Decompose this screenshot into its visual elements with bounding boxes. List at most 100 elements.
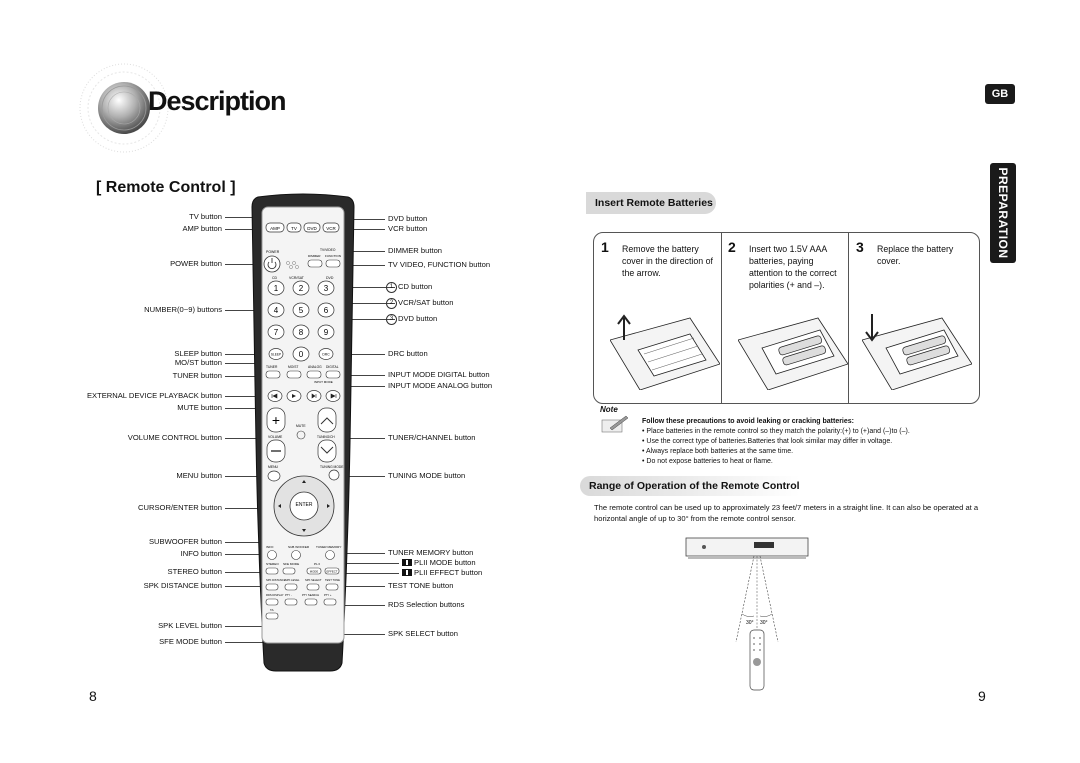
key-amp: AMP: [270, 226, 280, 231]
callout-right-label: TUNING MODE button: [388, 471, 466, 480]
remote-control-illustration: AMP TV DVD VCR POWER TV/VIDEO DIMMER FUN…: [251, 193, 355, 672]
callout-line: [345, 319, 395, 320]
row-ptysearch: PTY SEARCH: [302, 593, 319, 597]
dolby-icon: [402, 559, 412, 566]
callout-left-label: TV button: [189, 212, 222, 221]
src-dvd: DVD: [326, 276, 334, 280]
digit-8: 8: [299, 328, 304, 337]
row-info: INFO: [266, 545, 274, 549]
callout-right-label: INPUT MODE DIGITAL button: [388, 370, 490, 379]
callout-left-label: EXTERNAL DEVICE PLAYBACK button: [86, 391, 222, 400]
row-ptyplus: PTY +: [324, 593, 332, 597]
side-tab-label: PREPARATION: [996, 167, 1010, 259]
step-text: Insert two 1.5V AAA batteries, paying at…: [749, 244, 837, 290]
range-description: The remote control can be used up to app…: [594, 503, 979, 523]
callout-line: [333, 354, 385, 355]
callout-right-label: VCR/SAT button: [398, 298, 454, 307]
digit-2: 2: [299, 284, 304, 293]
callout-left-label: CURSOR/ENTER button: [138, 503, 222, 512]
callout-line: [225, 363, 275, 364]
row-rdsdisplay: RDS DISPLAY: [266, 593, 284, 597]
callout-line: [225, 408, 275, 409]
callout-line: [225, 438, 270, 439]
callout-right-label: DVD button: [398, 314, 438, 323]
row-spklevel: SPK LEVEL: [285, 578, 300, 582]
step-number: 3: [856, 239, 864, 255]
row-subwoofer: SUB WOOFER: [288, 545, 310, 549]
row-pl2: PL II: [314, 562, 320, 566]
battery-precautions: Follow these precautions to avoid leakin…: [642, 417, 910, 467]
step-text: Replace the battery cover.: [877, 244, 954, 266]
key-dvd: DVD: [307, 226, 317, 231]
callout-left-label: VOLUME CONTROL button: [127, 433, 222, 442]
row-ptyminus: PTY -: [285, 593, 292, 597]
pencil-icon: [601, 415, 629, 433]
callout-left-label: AMP button: [182, 224, 222, 233]
callout-left-label: NUMBER(0~9) buttons: [144, 305, 222, 314]
enter-label: ENTER: [296, 502, 313, 508]
callout-line: [340, 375, 385, 376]
src-cd: CD: [272, 276, 278, 280]
callout-line: [225, 554, 272, 555]
angle-right: 30°: [760, 620, 768, 626]
callout-left-label: MO/ST button: [174, 358, 222, 367]
step-number: 1: [601, 239, 609, 255]
callout-left-label: TUNER button: [172, 371, 222, 380]
step-number: 2: [728, 239, 736, 255]
volume-label: VOLUME: [268, 435, 283, 439]
callout-line: [225, 217, 270, 218]
key-sleep: SLEEP: [271, 353, 281, 357]
note-item: • Do not expose batteries to heat or fla…: [642, 458, 773, 465]
callout-line: [225, 542, 272, 543]
key-tv: TV: [291, 226, 297, 231]
number-keys: 1 2 3 4 5 6 7 8 9 0: [267, 280, 335, 362]
digit-9: 9: [324, 328, 329, 337]
callout-line: [342, 586, 385, 587]
key-ta: TA: [270, 608, 274, 612]
key-tvvideo-label: TV/VIDEO: [320, 248, 336, 252]
callout-line: [313, 563, 399, 564]
callout-right-label: DIMMER button: [388, 246, 443, 255]
callout-left-label: MENU button: [176, 471, 222, 480]
digit-0: 0: [299, 350, 304, 359]
row-sfemode: SFE MODE: [283, 562, 299, 566]
callout-line: [225, 626, 270, 627]
digit-7: 7: [274, 328, 279, 337]
callout-line: [225, 642, 270, 643]
callout-right-label: DRC button: [388, 349, 428, 358]
src-vcrsat: VCR/SAT: [289, 276, 305, 280]
digit-6: 6: [324, 306, 329, 315]
callout-left-label: SPK DISTANCE button: [143, 581, 222, 590]
callout-left-label: SUBWOOFER button: [148, 537, 222, 546]
key-dimmer-label: DIMMER: [308, 254, 321, 258]
page-title: Description: [148, 86, 287, 116]
key-function-label: FUNCTION: [325, 254, 341, 258]
digit-4: 4: [274, 306, 279, 315]
callout-line: [338, 573, 399, 574]
dvd-key-icon: 3: [386, 314, 397, 325]
note-heading: Follow these precautions to avoid leakin…: [642, 418, 854, 425]
row-digital: DIGITAL: [326, 365, 339, 369]
step1-illustration: [610, 314, 720, 390]
tuningmode-label: TUNING MODE: [320, 465, 344, 469]
callout-line: [225, 572, 272, 573]
callout-line: [225, 264, 263, 265]
callout-line: [225, 508, 272, 509]
callout-right-label: SPK SELECT button: [388, 629, 458, 638]
callout-line: [225, 310, 263, 311]
title-disc-graphic: [79, 63, 169, 153]
callout-line: [345, 303, 395, 304]
key-power-label: POWER: [266, 250, 280, 254]
note-label: Note: [600, 405, 618, 414]
row-spkselect: SPK SELECT: [305, 578, 322, 582]
callout-right-label: VCR button: [388, 224, 428, 233]
vcrsat-key-icon: 2: [386, 298, 397, 309]
callout-line: [225, 376, 268, 377]
callout-left-label: SLEEP button: [174, 349, 222, 358]
callout-right-label: INPUT MODE ANALOG button: [388, 381, 493, 390]
insert-batteries-heading: Insert Remote Batteries: [586, 192, 716, 214]
svg-text:+: +: [272, 412, 280, 428]
callout-line: [308, 634, 385, 635]
callout-right-label: PLII MODE button: [402, 558, 476, 568]
callout-left-label: SFE MODE button: [159, 637, 222, 646]
